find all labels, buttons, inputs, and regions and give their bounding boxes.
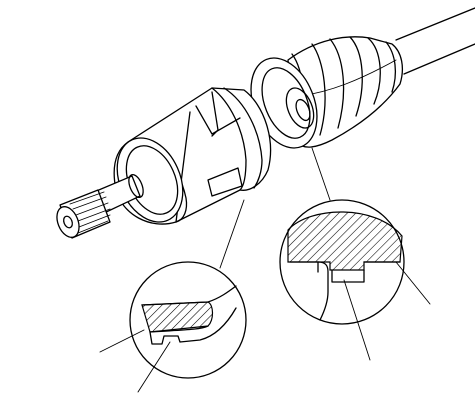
housing-band-detail xyxy=(99,261,247,393)
boot-band xyxy=(250,57,318,149)
leader-lines xyxy=(219,147,331,269)
splined-stub xyxy=(56,173,144,239)
outboard-joint-housing xyxy=(113,87,272,225)
shaft-band-detail xyxy=(279,199,431,361)
